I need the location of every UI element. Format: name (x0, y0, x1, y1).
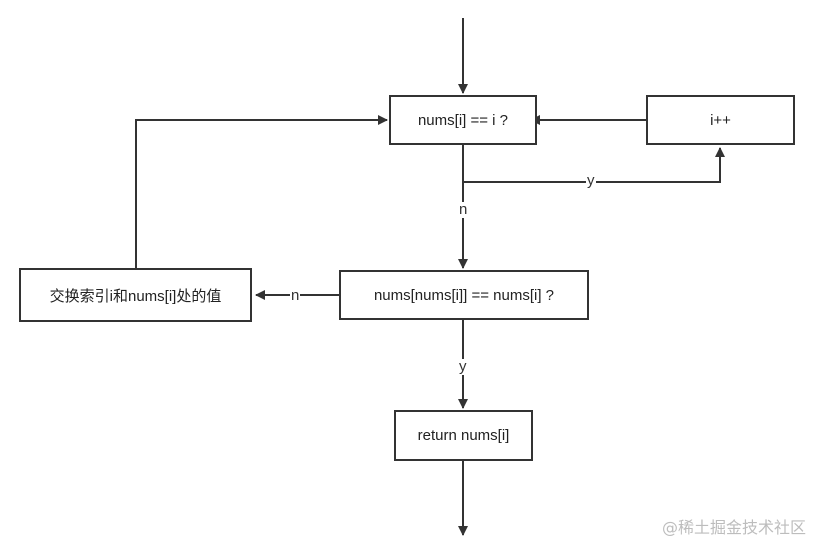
target-yes-label: y (458, 358, 468, 375)
swap-node: 交换索引i和nums[i]处的值 (19, 268, 252, 322)
check-index-node: nums[i] == i ? (389, 95, 537, 145)
check-target-label: nums[nums[i]] == nums[i] ? (373, 286, 555, 304)
swap-label: 交换索引i和nums[i]处的值 (49, 287, 222, 305)
target-no-label: n (290, 287, 301, 304)
return-label: return nums[i] (417, 427, 510, 444)
watermark: @稀土掘金技术社区 (661, 518, 806, 537)
swap-loop-connector (135, 115, 388, 268)
increment-label: i++ (710, 111, 731, 129)
check-target-node: nums[nums[i]] == nums[i] ? (339, 270, 589, 320)
return-node: return nums[i] (394, 410, 533, 461)
check-yes-label: y (586, 172, 596, 189)
increment-node: i++ (646, 95, 795, 145)
check-no-label: n (458, 201, 469, 218)
check-index-label: nums[i] == i ? (417, 111, 509, 129)
